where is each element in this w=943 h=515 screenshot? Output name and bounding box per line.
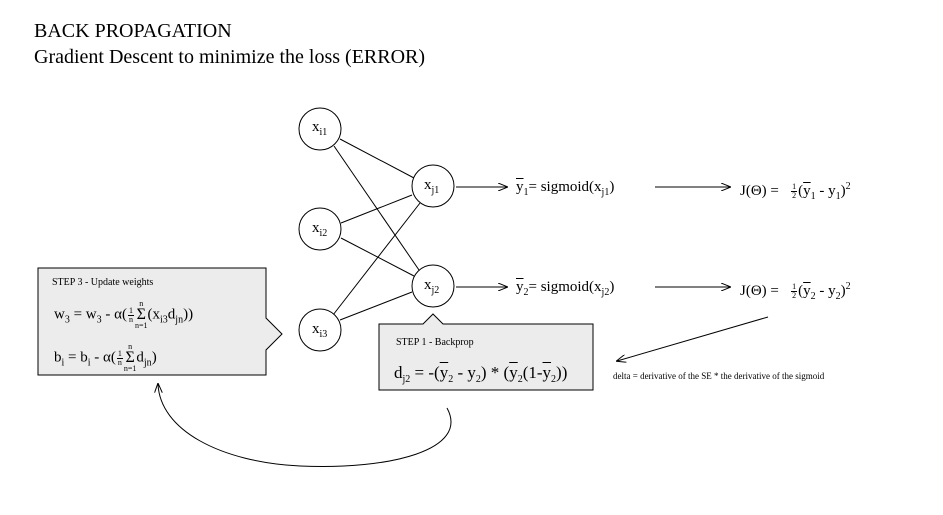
output-y1-equation: y1= sigmoid(xj1): [516, 179, 615, 198]
node-xi3: [298, 308, 342, 352]
curved-arrow-step1-to-step3: [158, 384, 452, 467]
diagram-subtitle: Gradient Descent to minimize the loss (E…: [34, 46, 426, 68]
node-xi1-label: xi1: [312, 119, 328, 138]
node-xi2-label: xi2: [312, 220, 328, 239]
edge-xi3-xj2: [339, 291, 413, 321]
delta-note: delta = derivative of the SE * the deriv…: [613, 371, 825, 381]
step1-callout: [378, 313, 594, 391]
node-xi1: [298, 107, 342, 151]
node-xj2-label: xj2: [424, 277, 440, 296]
node-xj2: [411, 264, 455, 308]
node-xi2: [298, 207, 342, 251]
node-xj1-label: xj1: [424, 177, 440, 196]
output-y2-equation: y2= sigmoid(xj2): [516, 279, 615, 298]
arrow-delta: [617, 316, 769, 361]
step1-backprop-equation: dj2 = -(y2 - y2) * (y2(1-y2)): [394, 363, 568, 386]
node-xi3-label: xi3: [312, 321, 328, 340]
edge-xi2-xj1: [340, 194, 413, 224]
diagram-title: BACK PROPAGATION: [34, 20, 232, 42]
edge-xi1-xj2: [333, 145, 420, 271]
edge-xi3-xj1: [332, 202, 421, 316]
step3-callout: [37, 267, 283, 376]
node-xj1: [411, 164, 455, 208]
step3-title: STEP 3 - Update weights: [52, 277, 154, 288]
step1-title: STEP 1 - Backprop: [396, 337, 474, 348]
edge-xi1-xj1: [339, 138, 415, 179]
